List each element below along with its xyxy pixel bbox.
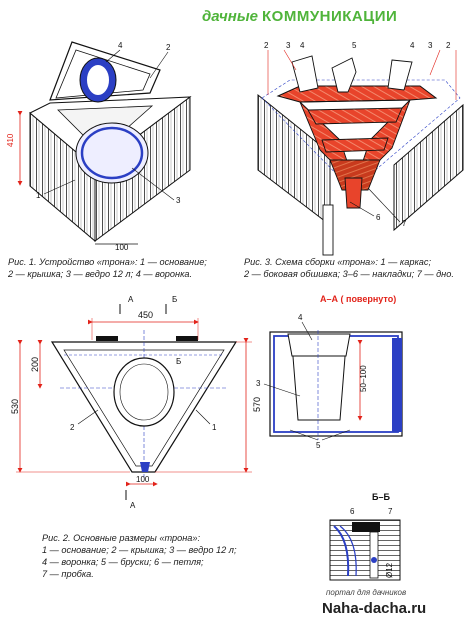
section-bb-dim: Ø12	[385, 562, 394, 578]
fig1-bucket	[75, 122, 149, 184]
fig2-callout-2: 2	[70, 423, 75, 432]
caption-fig2: Рис. 2. Основные размеры «трона»: 1 — ос…	[42, 533, 237, 579]
fig1-callout-1: 1	[36, 191, 41, 200]
section-aa-callout-3: 3	[256, 379, 261, 388]
fig3-callout-7: 7	[402, 219, 407, 228]
fig3-frame-lower-bar	[321, 137, 389, 153]
fig3-frame-crossbar	[307, 107, 403, 125]
watermark-tagline: портал для дачников	[326, 588, 407, 597]
fig1-lid-inner	[55, 49, 151, 99]
caption-fig1: Рис. 1. Устройство «трона»: 1 — основани…	[8, 257, 207, 279]
figure-1-throne-device: 410 100 1 2 3 4	[6, 41, 192, 252]
fig2-seat-hole	[113, 357, 175, 427]
fig2-dim-200: 200	[30, 357, 40, 372]
fig2-section-b-top: Б	[172, 295, 177, 304]
section-aa-callout-4: 4	[298, 313, 303, 322]
section-bb-title: Б–Б	[372, 492, 390, 502]
section-aa-callout-5: 5	[316, 441, 321, 450]
fig3-right-cladding	[393, 103, 464, 232]
fig3-overlay-center	[331, 57, 357, 93]
fig3-callout-5: 5	[352, 41, 357, 50]
fig3-overlay-left	[291, 55, 319, 93]
section-bb-body	[329, 519, 401, 581]
fig3-callout-3b: 3	[428, 41, 433, 50]
fig3-pad	[344, 177, 363, 209]
fig3-lower-overlay	[322, 204, 334, 256]
fig3-callout-6: 6	[376, 213, 381, 222]
fig2-callout-1: 1	[212, 423, 217, 432]
fig3-callout-2b: 2	[446, 41, 451, 50]
fig3-callout-4b: 4	[410, 41, 415, 50]
fig1-callout-2: 2	[166, 43, 171, 52]
fig2-hinge-left	[96, 336, 118, 341]
fig3-callout-4a: 4	[300, 41, 305, 50]
section-aa-title: А–А ( повернуто)	[320, 294, 396, 304]
fig2-dim-450: 450	[138, 310, 153, 320]
fig1-callout-3: 3	[176, 196, 181, 205]
section-b-b: Б–Б 6 7 Ø12	[329, 492, 401, 581]
fig2-dim-570: 570	[252, 397, 262, 412]
fig2-hinge-right	[176, 336, 198, 341]
watermark-site: Naha-dacha.ru	[322, 600, 427, 617]
fig1-callout-4: 4	[118, 41, 123, 50]
figure-3-assembly-scheme: 2 3 4 5 4 3 2 6 7	[257, 41, 464, 256]
section-bb-callout-6: 6	[350, 507, 355, 516]
fig1-dim-width: 100	[115, 243, 129, 252]
fig2-dim-100: 100	[136, 475, 150, 484]
fig1-funnel-hole	[85, 63, 111, 97]
section-aa-wall	[392, 338, 402, 432]
fig3-overlay-right	[387, 59, 413, 91]
fig1-bucket-rim	[80, 126, 144, 180]
section-aa-dim: 50–100	[359, 365, 368, 392]
fig1-dim-height: 410	[6, 133, 15, 147]
fig2-plug	[140, 462, 150, 472]
figure-2-dimensions: 450 200 530 570 100 A Б Б A	[10, 295, 262, 510]
fig3-callout-3a: 3	[286, 41, 291, 50]
caption-fig3: Рис. 3. Схема сборки «трона»: 1 — каркас…	[244, 257, 454, 279]
section-aa-funnel	[287, 333, 351, 357]
fig2-section-a-top: A	[128, 295, 134, 304]
fig3-bottom	[329, 159, 381, 191]
section-a-a: А–А ( повернуто) 50–100 4 3 5	[256, 294, 403, 450]
fig2-section-b-mid: Б	[176, 357, 181, 366]
section-bb-hinge	[352, 522, 380, 532]
section-bb-callout-7: 7	[388, 507, 393, 516]
fig3-callout-2a: 2	[264, 41, 269, 50]
fig2-section-a-bottom: A	[130, 501, 136, 510]
fig2-inner-outline	[63, 349, 225, 467]
header-title: КОММУНИКАЦИИ	[262, 8, 398, 25]
fig2-dim-530: 530	[10, 399, 20, 414]
header-prefix: дачные	[202, 8, 259, 25]
